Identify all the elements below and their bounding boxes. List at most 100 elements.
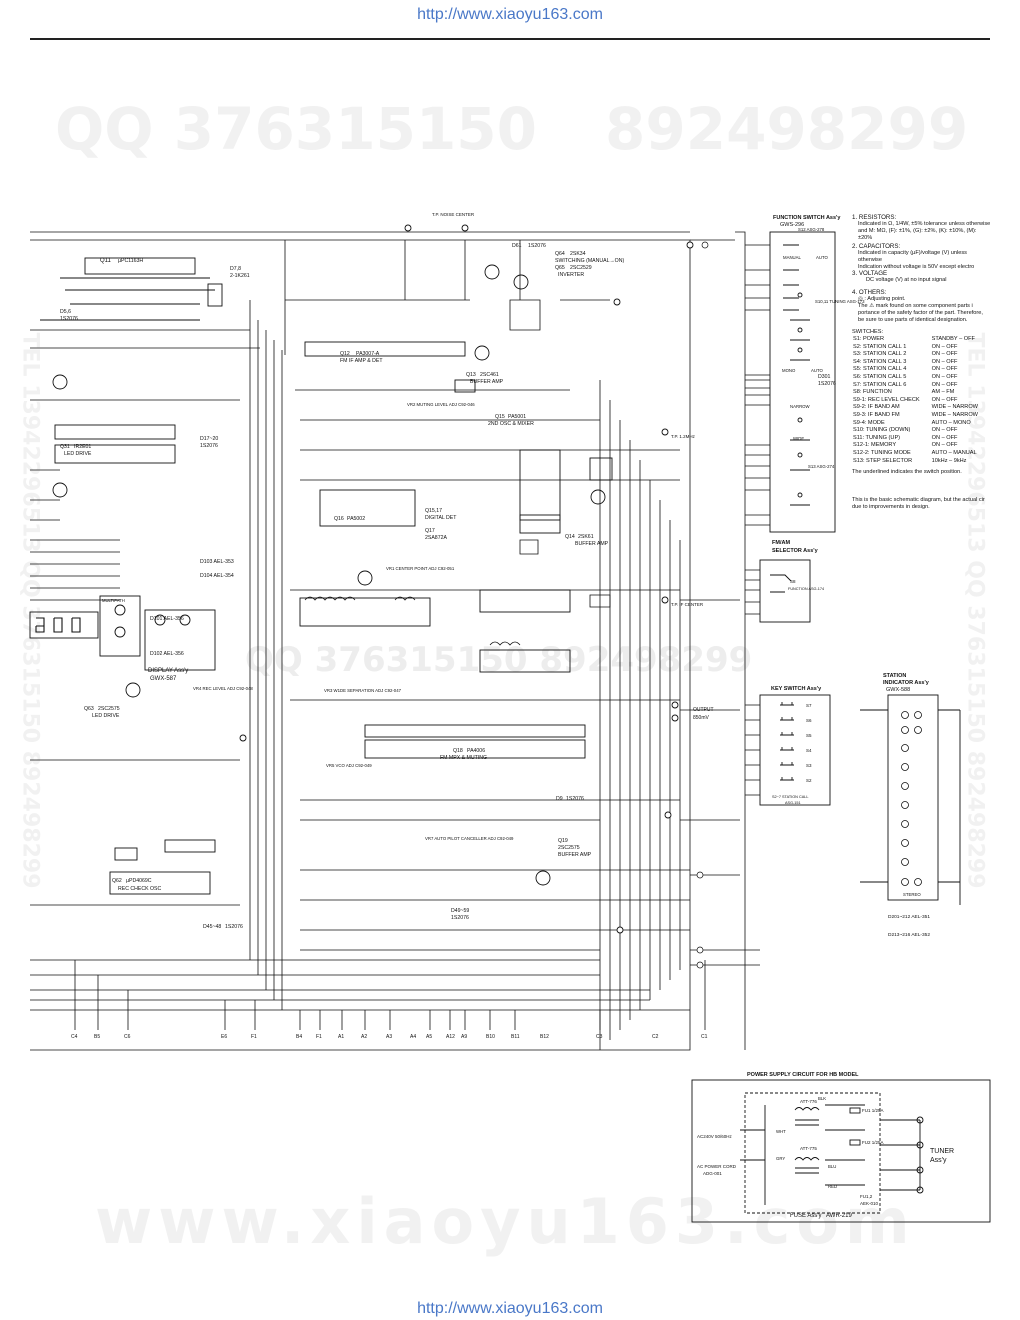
conn-bottom-18: C2	[652, 1034, 659, 1040]
watermark-qq-right: 892498299	[605, 95, 969, 163]
led-d103: D103 AEL-353	[200, 559, 234, 565]
notes-others: 4. OTHERS: ◎ : Adjusting point. The ⚠ ma…	[852, 289, 992, 324]
q63-ref: Q63	[84, 706, 94, 712]
q11-part: µPC1163H	[118, 258, 143, 264]
conn-bottom-4: F1	[251, 1034, 257, 1040]
q64-ref: Q64	[555, 251, 565, 257]
ps-fuse3-code: AEK-010	[860, 1201, 879, 1206]
conn-bottom-2: C6	[124, 1034, 131, 1040]
q1517-ref: Q15,17	[425, 508, 442, 514]
conn-bottom-15: B11	[511, 1034, 520, 1040]
switch-name: S9-1: REC LEVEL CHECK	[853, 396, 920, 403]
conn-bottom-6: F1	[316, 1034, 322, 1040]
display-assy-code: GWX-587	[150, 676, 177, 682]
ps-fuse2: FU2 1/25A	[862, 1140, 884, 1145]
d1720-ref: D17~20	[200, 436, 218, 442]
switch-name: S9-3: IF BAND FM	[853, 411, 900, 418]
led-d101: D101 AEL-356	[150, 616, 184, 622]
ps-color-blu: BLU	[828, 1164, 836, 1169]
q63-func: LED DRIVE	[92, 713, 120, 719]
adj-vr5: VR5 VCO ADJ C92-049	[326, 763, 372, 768]
q19-part: 2SC2575	[558, 845, 580, 851]
q13-func: BUFFER AMP	[470, 379, 504, 385]
switch-positions: AUTO – MONO	[931, 419, 971, 426]
ps-color-blk: BLK	[818, 1096, 826, 1101]
notes-others-line-3: portance of the safety factor of the par…	[858, 310, 983, 316]
key-switch-title: KEY SWITCH Ass'y	[771, 686, 822, 692]
switch-positions: AUTO – MANUAL	[931, 449, 977, 456]
top-rule	[30, 38, 990, 40]
notes-resistors: 1. RESISTORS: Indicated in Ω, 1/4W, ±5% …	[852, 214, 992, 242]
q31-ref: Q31	[60, 444, 70, 450]
fs-auto: AUTO	[816, 255, 829, 260]
switch-name: S5: STATION CALL 4	[853, 366, 907, 373]
footer-url[interactable]: http://www.xiaoyu163.com	[417, 1300, 603, 1317]
q16-part: PA5002	[347, 516, 365, 522]
d301-part: 1S2076	[818, 381, 836, 387]
q14-func: BUFFER AMP	[575, 541, 609, 547]
conn-bottom-5: B4	[296, 1034, 302, 1040]
notes-capacitors-title: 2. CAPACITORS:	[852, 243, 901, 250]
switch-name: S12-2: TUNING MODE	[853, 449, 911, 456]
switch-positions: ON – OFF	[931, 396, 958, 403]
adj-vr4: VR4 REC LEVEL ADJ C92-048	[193, 686, 253, 691]
led-d104: D104 AEL-354	[200, 573, 234, 579]
key-switch-s5: S5	[806, 733, 812, 738]
q18-part: PA4006	[467, 748, 485, 754]
switch-positions: ON – OFF	[931, 381, 958, 388]
conn-bottom-11: A5	[426, 1034, 432, 1040]
ps-color-wht: WHT	[776, 1129, 786, 1134]
notes-others-line-2: The ⚠ mark found on some component parts…	[858, 303, 973, 309]
adj-vr3: VR3 W1DE SEPARATION ADJ C92-047	[324, 688, 402, 693]
notes-capacitors: 2. CAPACITORS: Indicated in capacity (µF…	[852, 243, 992, 271]
notes-voltage-title: 3. VOLTAGE	[852, 270, 888, 277]
header-url[interactable]: http://www.xiaoyu163.com	[417, 6, 603, 23]
d1720-part: 1S2076	[200, 443, 218, 449]
q1517-func: DIGITAL DET	[425, 515, 457, 521]
tp-osc: T.P. 1.2MHz	[671, 434, 696, 439]
q31-func: LED DRIVE	[64, 451, 92, 457]
switch-name: S2: STATION CALL 1	[853, 343, 907, 350]
d61-part: 1S2076	[528, 243, 546, 249]
key-switch-footer-code: ASG-151	[785, 801, 801, 805]
key-switch-s6: S6	[806, 718, 812, 723]
station-indicator-title2: INDICATOR Ass'y	[883, 680, 930, 686]
switch-name: S10: TUNING (DOWN)	[853, 427, 911, 434]
ps-fuse1: FU1 1/25A	[862, 1108, 884, 1113]
conn-bottom-17: C3	[596, 1034, 603, 1040]
function-switch-code: GWS-296	[780, 222, 804, 228]
fs-auto-2: AUTO	[811, 368, 824, 373]
notes-others-title: 4. OTHERS:	[852, 289, 887, 296]
notes-others-line-1: ◎ : Adjusting point.	[858, 296, 906, 302]
switch-name: S4: STATION CALL 3	[853, 358, 907, 365]
notes-capacitors-line-1: Indicated in capacity (µF)/voltage (V) u…	[858, 250, 967, 263]
multipath-label: MULTIPATH	[102, 598, 125, 603]
conn-bottom-1: B5	[94, 1034, 100, 1040]
switch-positions: ON – OFF	[931, 366, 958, 373]
switch-positions: 10kHz – 9kHz	[931, 457, 967, 464]
switch-positions: ON – OFF	[931, 427, 958, 434]
ps-fuse3: FU1,2	[860, 1194, 873, 1199]
q64-part: 2SK34	[570, 251, 586, 257]
conn-bottom-16: B12	[540, 1034, 549, 1040]
notes-basic-1: This is the basic schematic diagram, but…	[852, 497, 985, 503]
ps-ac: AC240V 50/60Hz	[697, 1134, 733, 1139]
key-switch-s4: S4	[806, 748, 812, 753]
d78-part: 2-1K261	[230, 273, 250, 279]
notes-voltage-line-1: DC voltage (V) at no input signal	[866, 277, 947, 283]
q16-ref: Q16	[334, 516, 344, 522]
tp-if-center: T.P. IF CENTER	[671, 602, 704, 607]
switch-row: S10: TUNING (DOWN) ON – OFF	[853, 427, 980, 435]
conn-bottom-12: A12	[446, 1034, 455, 1040]
q17-part: 2SA872A	[425, 535, 447, 541]
switch-name: S9-4: MODE	[853, 419, 885, 426]
adj-vr1: VR1 CENTER POINT ADJ C92-051	[386, 566, 455, 571]
d9-ref: D9	[556, 796, 563, 802]
q19-ref: Q19	[558, 838, 568, 844]
